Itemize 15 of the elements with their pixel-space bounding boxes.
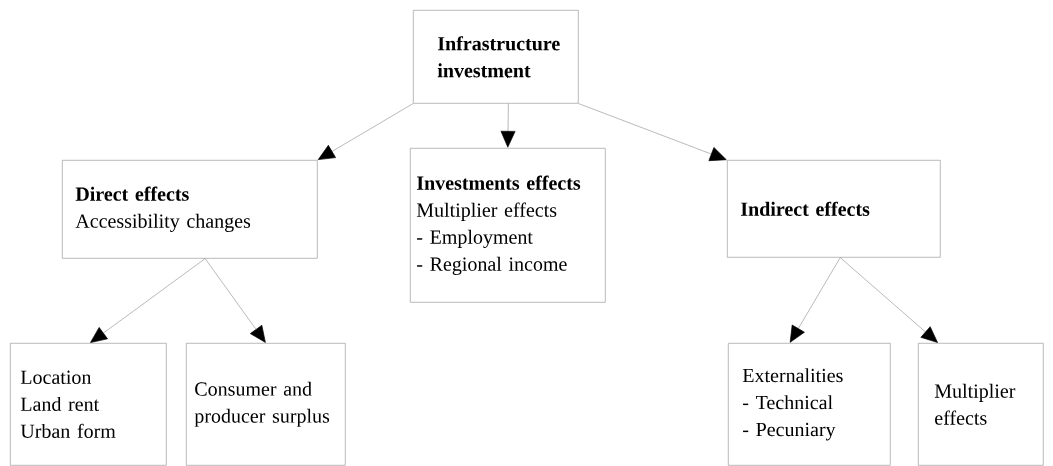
effect-box: Location Land rent Urban form bbox=[10, 343, 167, 466]
arrow bbox=[839, 257, 938, 343]
arrow bbox=[90, 258, 206, 343]
effect-box: Direct effects Accessibility changes bbox=[62, 160, 318, 259]
effect-box: Indirect effects bbox=[727, 160, 941, 258]
arrow bbox=[578, 103, 727, 161]
arrow bbox=[789, 257, 841, 343]
arrow bbox=[317, 103, 414, 160]
effect-box: Externalities - Technical - Pecuniary bbox=[728, 343, 891, 466]
effect-box: Infrastructure investment bbox=[413, 10, 579, 104]
effect-box: Consumer and producer surplus bbox=[186, 343, 346, 466]
effect-box: Multiplier effects bbox=[918, 343, 1044, 466]
arrow bbox=[204, 258, 266, 343]
arrow bbox=[500, 103, 516, 148]
effect-box: Investments effects Multiplier effects - Employment - Regional income bbox=[410, 148, 606, 303]
